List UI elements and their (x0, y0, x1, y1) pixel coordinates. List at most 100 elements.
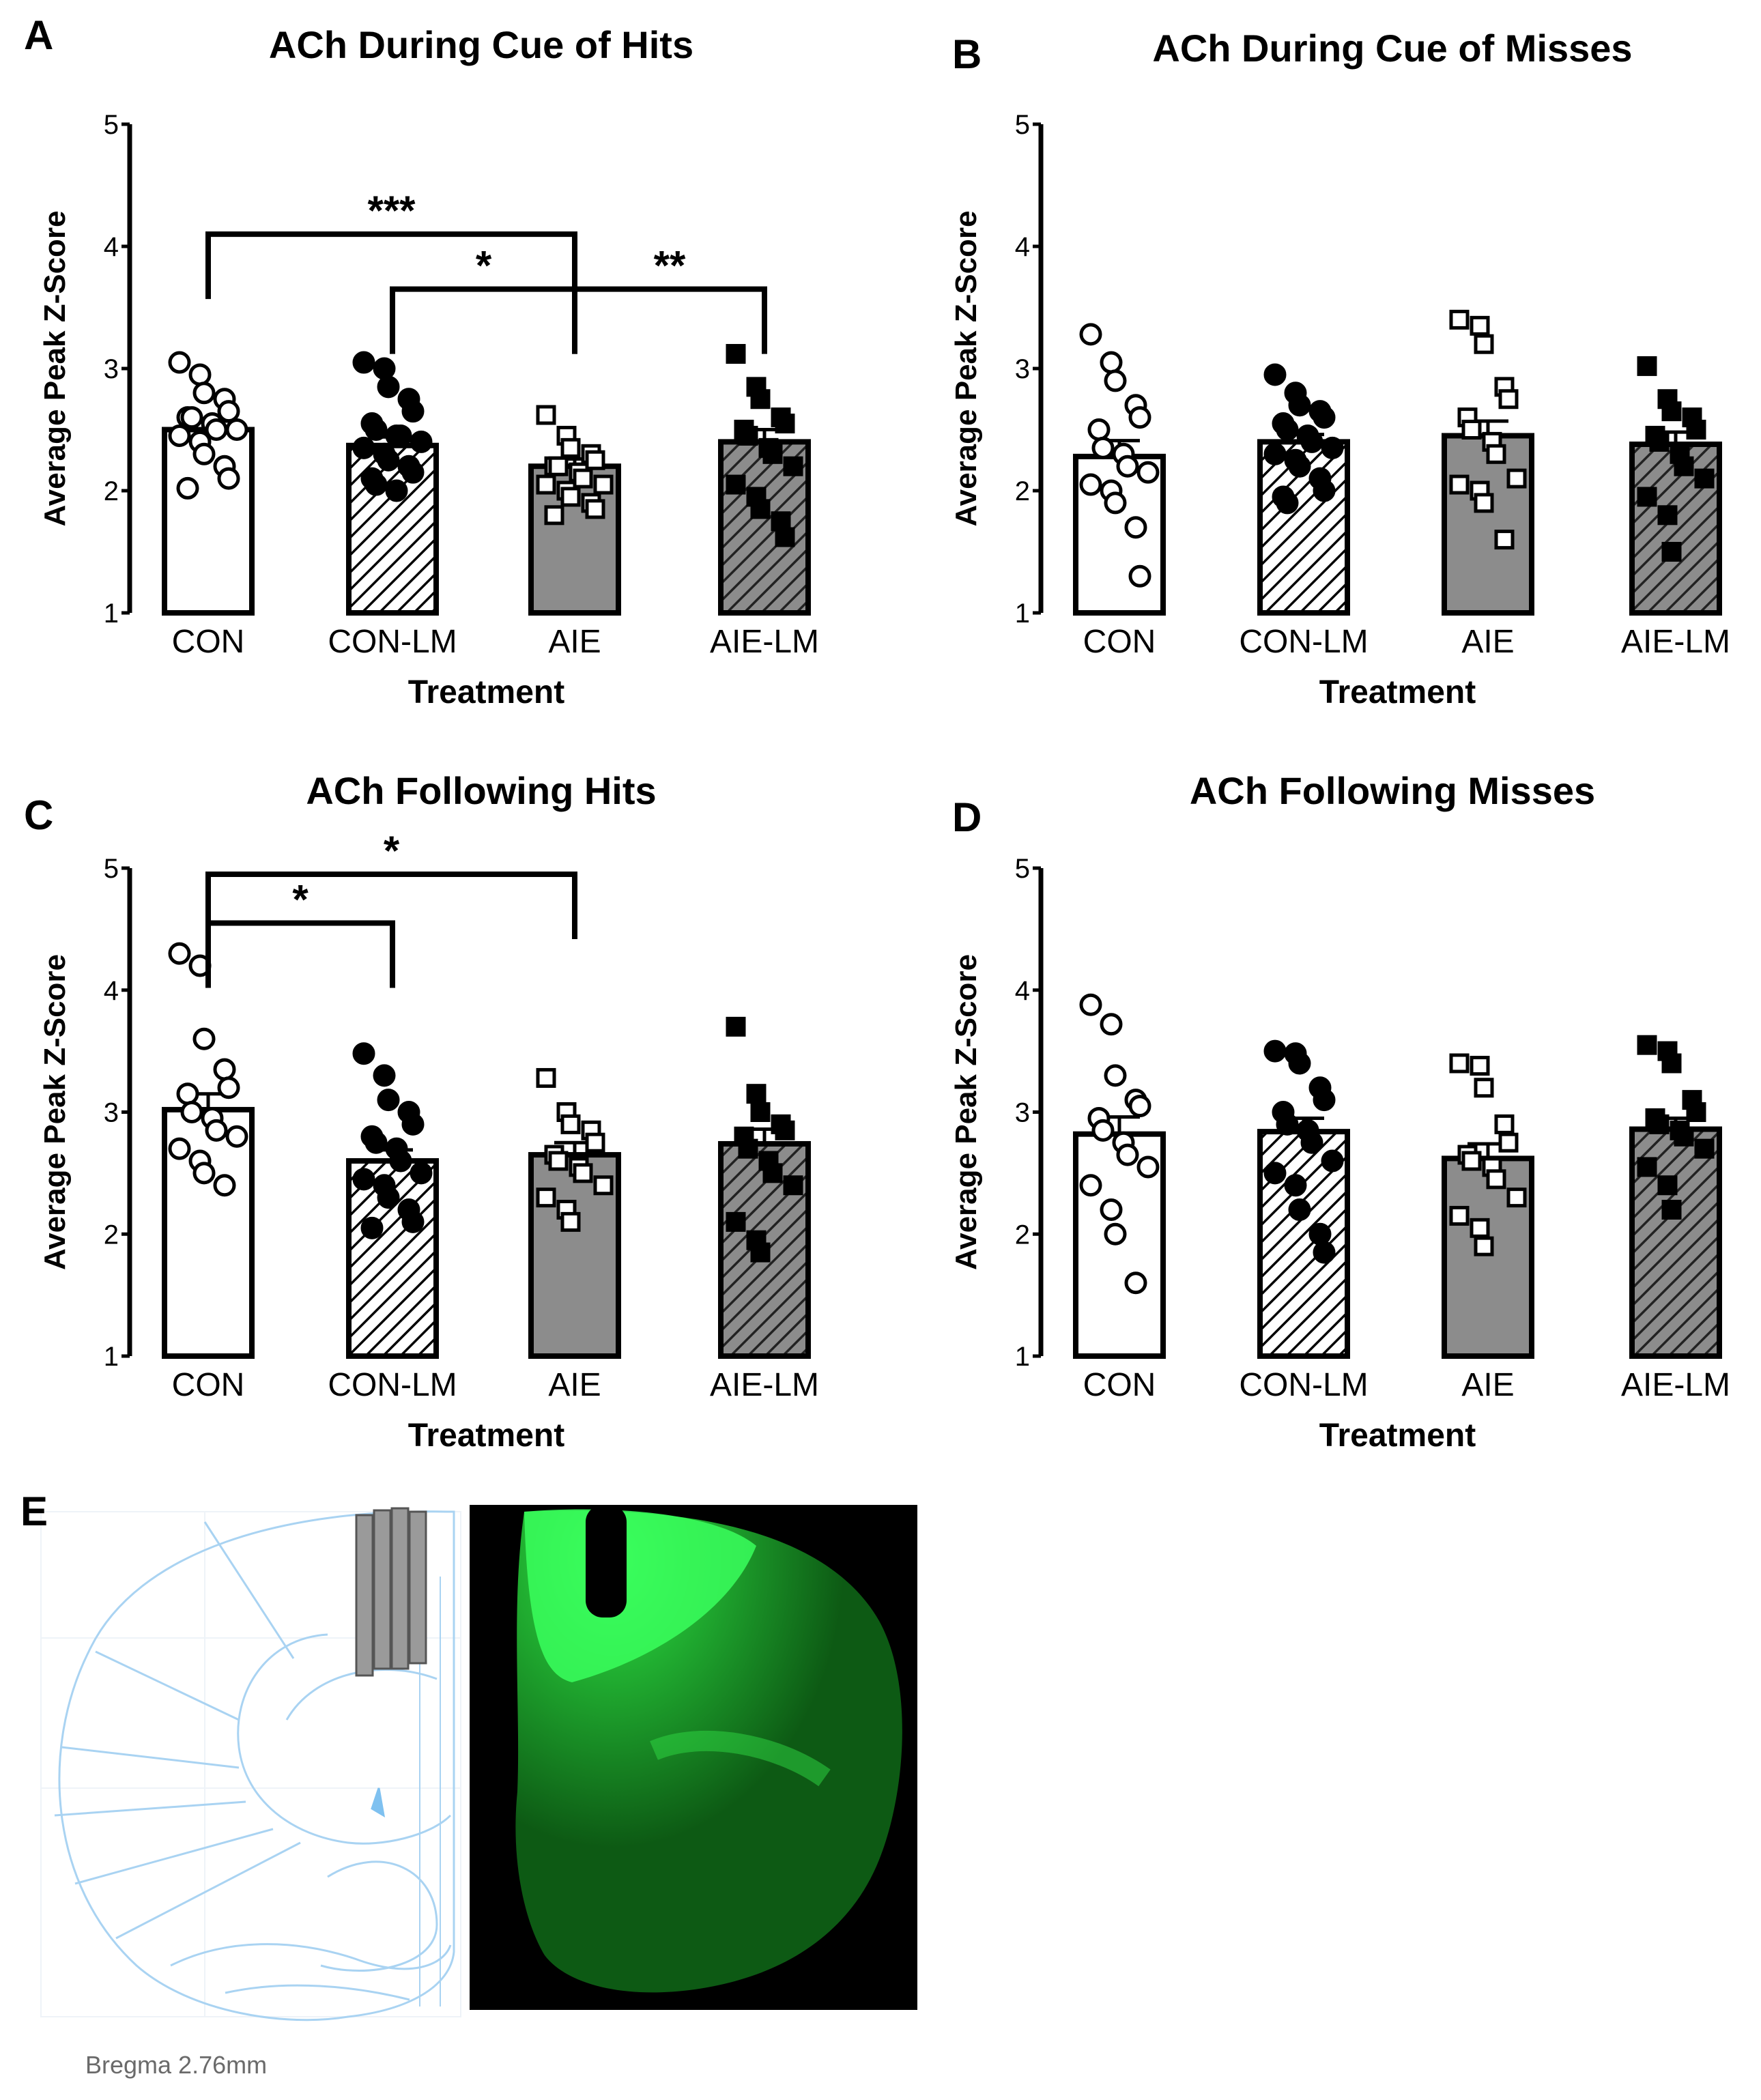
data-point (560, 1211, 581, 1232)
data-point (1321, 1149, 1344, 1173)
data-point (1637, 487, 1657, 507)
data-point (188, 363, 212, 386)
data-point (1116, 455, 1139, 478)
data-point (1100, 1198, 1123, 1221)
data-point (1313, 1241, 1336, 1264)
bregma-label: Bregma 2.76mm (85, 2051, 268, 2079)
chart-title: ACh During Cue of Hits (269, 23, 693, 66)
data-point (377, 448, 400, 472)
data-point (1116, 1143, 1139, 1166)
panel-e-label: E (20, 1488, 48, 1534)
x-tick-label: CON (1083, 624, 1156, 660)
data-point (192, 1162, 216, 1185)
data-point (560, 487, 581, 507)
data-point (536, 474, 556, 495)
data-point (738, 1138, 758, 1159)
data-point (1486, 444, 1506, 464)
x-tick-label: AIE-LM (1621, 624, 1730, 660)
data-point (352, 1168, 375, 1191)
data-point (377, 1089, 400, 1112)
data-point (1079, 323, 1102, 346)
data-point (1498, 1132, 1519, 1153)
panel-a-label: A (24, 12, 53, 58)
data-point (192, 442, 216, 465)
y-tick-label: 1 (1015, 1342, 1030, 1372)
data-point (389, 1149, 412, 1173)
data-point (1470, 1218, 1490, 1238)
y-tick-label: 1 (1015, 599, 1030, 629)
chart-title: ACh Following Misses (1190, 769, 1595, 812)
x-tick-label: CON (172, 1367, 245, 1403)
data-point (1300, 430, 1323, 453)
data-point (180, 406, 203, 429)
data-point (536, 405, 556, 425)
x-tick-label: CON-LM (328, 1367, 457, 1403)
x-axis-label: Treatment (408, 674, 564, 710)
significance-bracket (205, 231, 577, 300)
data-point (1136, 461, 1160, 484)
x-tick-label: AIE (548, 624, 601, 660)
data-point (1474, 1078, 1494, 1098)
fiber-placement-markers (355, 1507, 427, 1677)
data-point (750, 499, 771, 519)
data-point (1276, 491, 1299, 515)
data-point (180, 1101, 203, 1123)
data-point (1498, 389, 1519, 409)
brain-atlas-diagram (40, 1510, 461, 2022)
data-point (771, 511, 791, 532)
x-tick-label: AIE (548, 1367, 601, 1403)
data-point (1313, 479, 1336, 502)
data-point (1474, 493, 1494, 513)
data-point (1657, 505, 1678, 526)
data-point (1461, 1151, 1482, 1171)
panel-c-label: C (24, 792, 53, 838)
data-point (401, 1210, 425, 1233)
data-point (1470, 1056, 1490, 1076)
data-point (168, 1137, 191, 1160)
data-point (1313, 1089, 1336, 1112)
data-point (352, 436, 375, 459)
x-tick-label: AIE (1461, 624, 1514, 660)
data-point (536, 1067, 556, 1088)
data-point (593, 474, 614, 495)
data-point (1494, 1114, 1515, 1134)
x-axis-label: Treatment (408, 1418, 564, 1454)
significance-label: *** (367, 188, 416, 233)
data-point (401, 1112, 425, 1136)
data-point (1128, 406, 1151, 429)
bar-con-lm (346, 1158, 439, 1359)
data-point (1486, 1169, 1506, 1190)
y-tick-label: 3 (104, 1098, 119, 1128)
fluorescence-brain-section (470, 1505, 917, 2010)
data-point (1308, 1222, 1332, 1246)
data-point (1300, 1131, 1323, 1154)
data-point (1079, 993, 1102, 1016)
data-point (1288, 1198, 1311, 1221)
data-point (746, 1084, 767, 1104)
x-tick-label: AIE-LM (1621, 1367, 1730, 1403)
data-point (536, 1188, 556, 1208)
significance-bracket (205, 871, 577, 939)
data-point (1649, 431, 1670, 452)
data-point (1136, 1155, 1160, 1179)
data-point (1079, 473, 1102, 496)
data-point (176, 1082, 199, 1106)
data-point (1449, 474, 1470, 495)
data-point (1449, 309, 1470, 330)
data-point (225, 418, 248, 441)
data-point (1104, 1222, 1127, 1246)
data-point (225, 1125, 248, 1148)
data-point (217, 467, 240, 490)
bar-aie (1442, 433, 1534, 616)
y-tick-label: 5 (104, 110, 119, 140)
y-tick-label: 1 (104, 599, 119, 629)
data-point (352, 1042, 375, 1065)
data-point (585, 450, 605, 470)
data-point (1100, 1013, 1123, 1036)
data-point (1649, 1114, 1670, 1134)
data-point (738, 425, 758, 446)
data-point (573, 468, 593, 489)
